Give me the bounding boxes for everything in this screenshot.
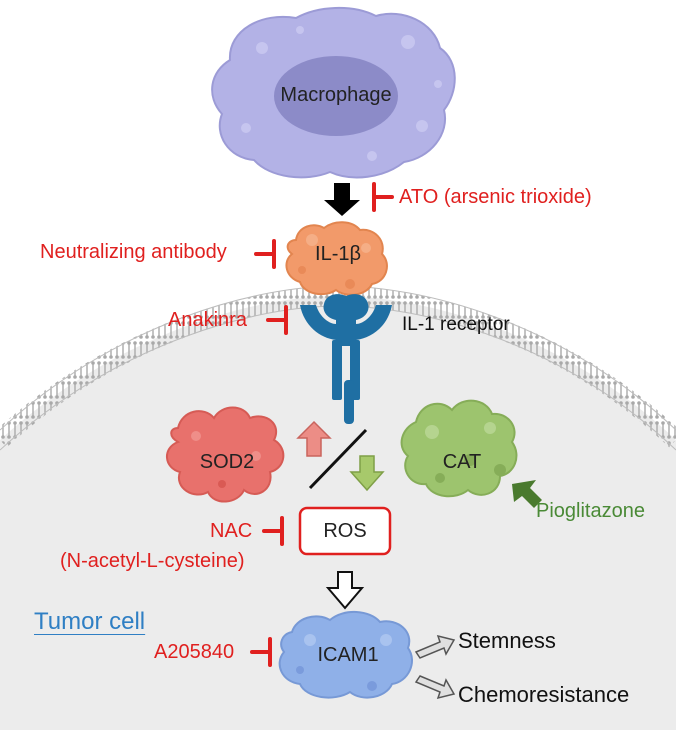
icam1-label: ICAM1: [317, 644, 379, 666]
increase-arrow: [296, 420, 332, 457]
anakinra-inhibitor-bar: [266, 305, 288, 335]
antibody-inhibitor-bar: [254, 239, 276, 269]
stemness-label: Stemness: [458, 628, 556, 653]
icam1-protein: [278, 611, 413, 699]
ato-inhibitor-bar: [372, 182, 394, 212]
balance-slash: [308, 428, 368, 490]
a205840-label: A205840: [154, 641, 235, 663]
ros-to-icam1-arrow: [325, 571, 365, 610]
stemness-arrow: [414, 634, 456, 659]
chemoresistance-label: Chemoresistance: [458, 682, 630, 707]
cat-protein: [400, 399, 518, 498]
pioglitazone-arrow: [512, 480, 542, 508]
ros-label: ROS: [323, 520, 367, 542]
neutralizing-antibody-label: Neutralizing antibody: [40, 241, 227, 263]
macrophage-label: Macrophage: [280, 84, 392, 106]
chemoresistance-arrow: [414, 675, 456, 700]
decrease-arrow: [349, 455, 385, 492]
il1b-label: IL-1β: [315, 243, 361, 265]
a205840-inhibitor-bar: [250, 637, 272, 667]
cat-label: CAT: [442, 451, 482, 473]
sod2-protein: [166, 406, 285, 503]
ros-box: [298, 506, 392, 556]
ato-label: ATO (arsenic trioxide): [399, 186, 592, 208]
il1-receptor: [300, 294, 392, 424]
nac-full-name-label: (N-acetyl-L-cysteine): [60, 550, 245, 572]
nac-inhibitor-bar: [262, 516, 284, 546]
tumor-cell-label: Tumor cell: [34, 608, 146, 635]
sod2-label: SOD2: [199, 451, 255, 473]
anakinra-label: Anakinra: [168, 309, 247, 331]
secretion-arrow: [324, 183, 360, 216]
il1-receptor-label: IL-1 receptor: [402, 314, 510, 335]
macrophage-nucleus: [274, 56, 398, 136]
nac-label: NAC: [210, 520, 253, 542]
il1b-protein: [285, 221, 388, 296]
pioglitazone-label: Pioglitazone: [536, 500, 645, 522]
